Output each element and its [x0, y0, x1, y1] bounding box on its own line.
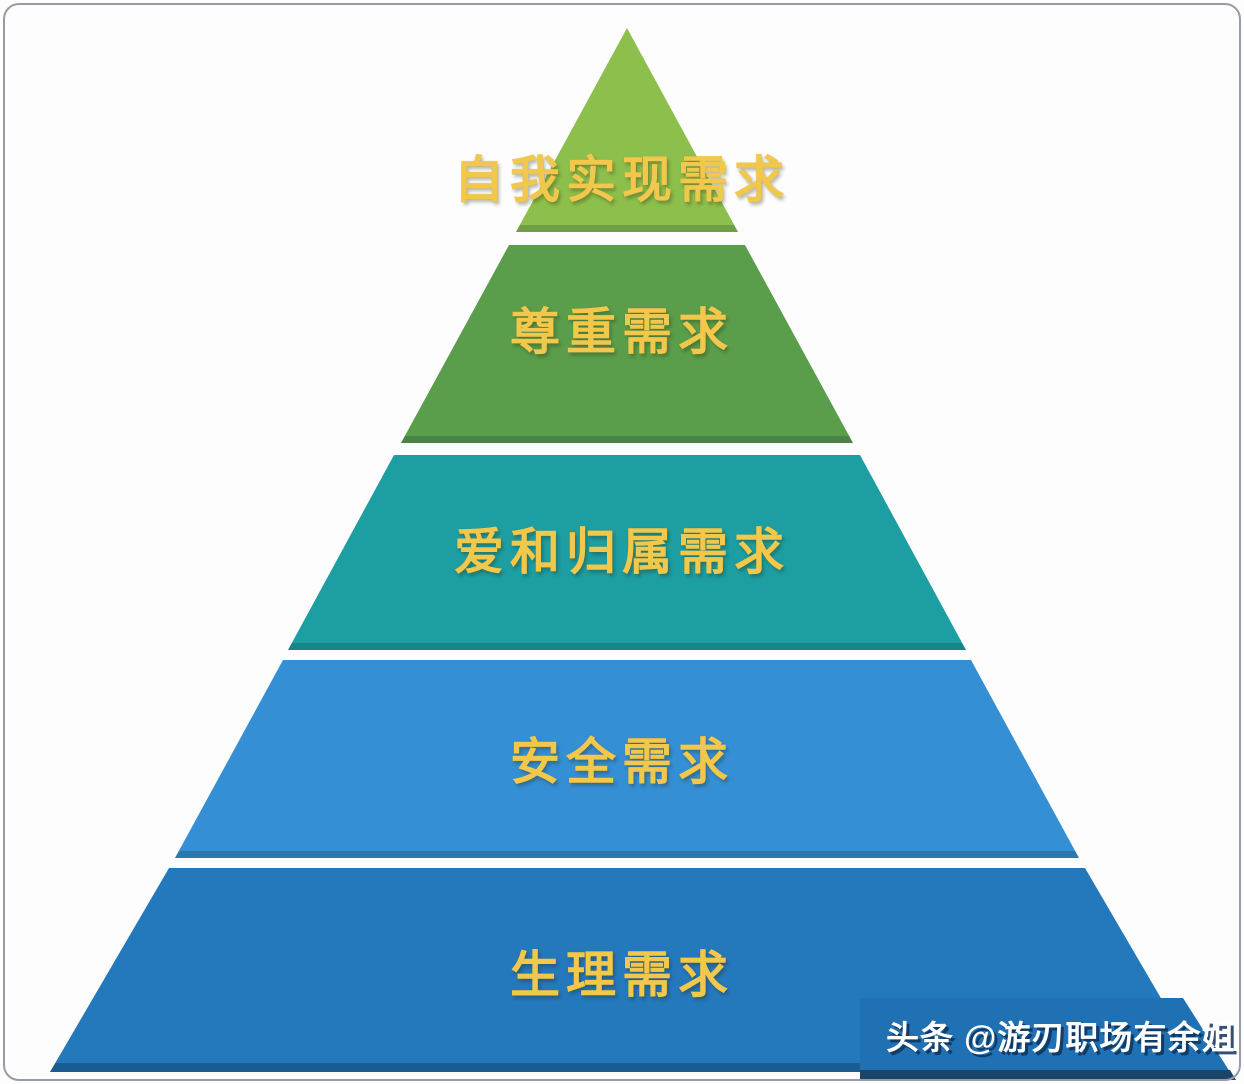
level-label-love-belonging: 爱和归属需求: [454, 524, 790, 580]
level-bottom-edge: [175, 851, 1079, 858]
level-bottom-edge: [288, 643, 966, 650]
watermark-text: 头条 @游刃职场有余姐: [886, 1019, 1236, 1056]
level-bottom-edge: [50, 1063, 1204, 1072]
pyramid-level-safety: [175, 660, 1079, 858]
level-bottom-edge: [401, 436, 853, 443]
watermark-band: [860, 998, 1230, 1072]
level-label-safety: 安全需求: [510, 734, 734, 790]
watermark-band-edge: [860, 1070, 1236, 1080]
level-label-physiological: 生理需求: [510, 947, 734, 1003]
level-label-self-actualization: 自我实现需求: [454, 152, 790, 208]
pyramid-level-love-belonging: [288, 455, 966, 650]
level-label-esteem: 尊重需求: [510, 304, 734, 360]
level-bottom-edge: [516, 225, 738, 232]
